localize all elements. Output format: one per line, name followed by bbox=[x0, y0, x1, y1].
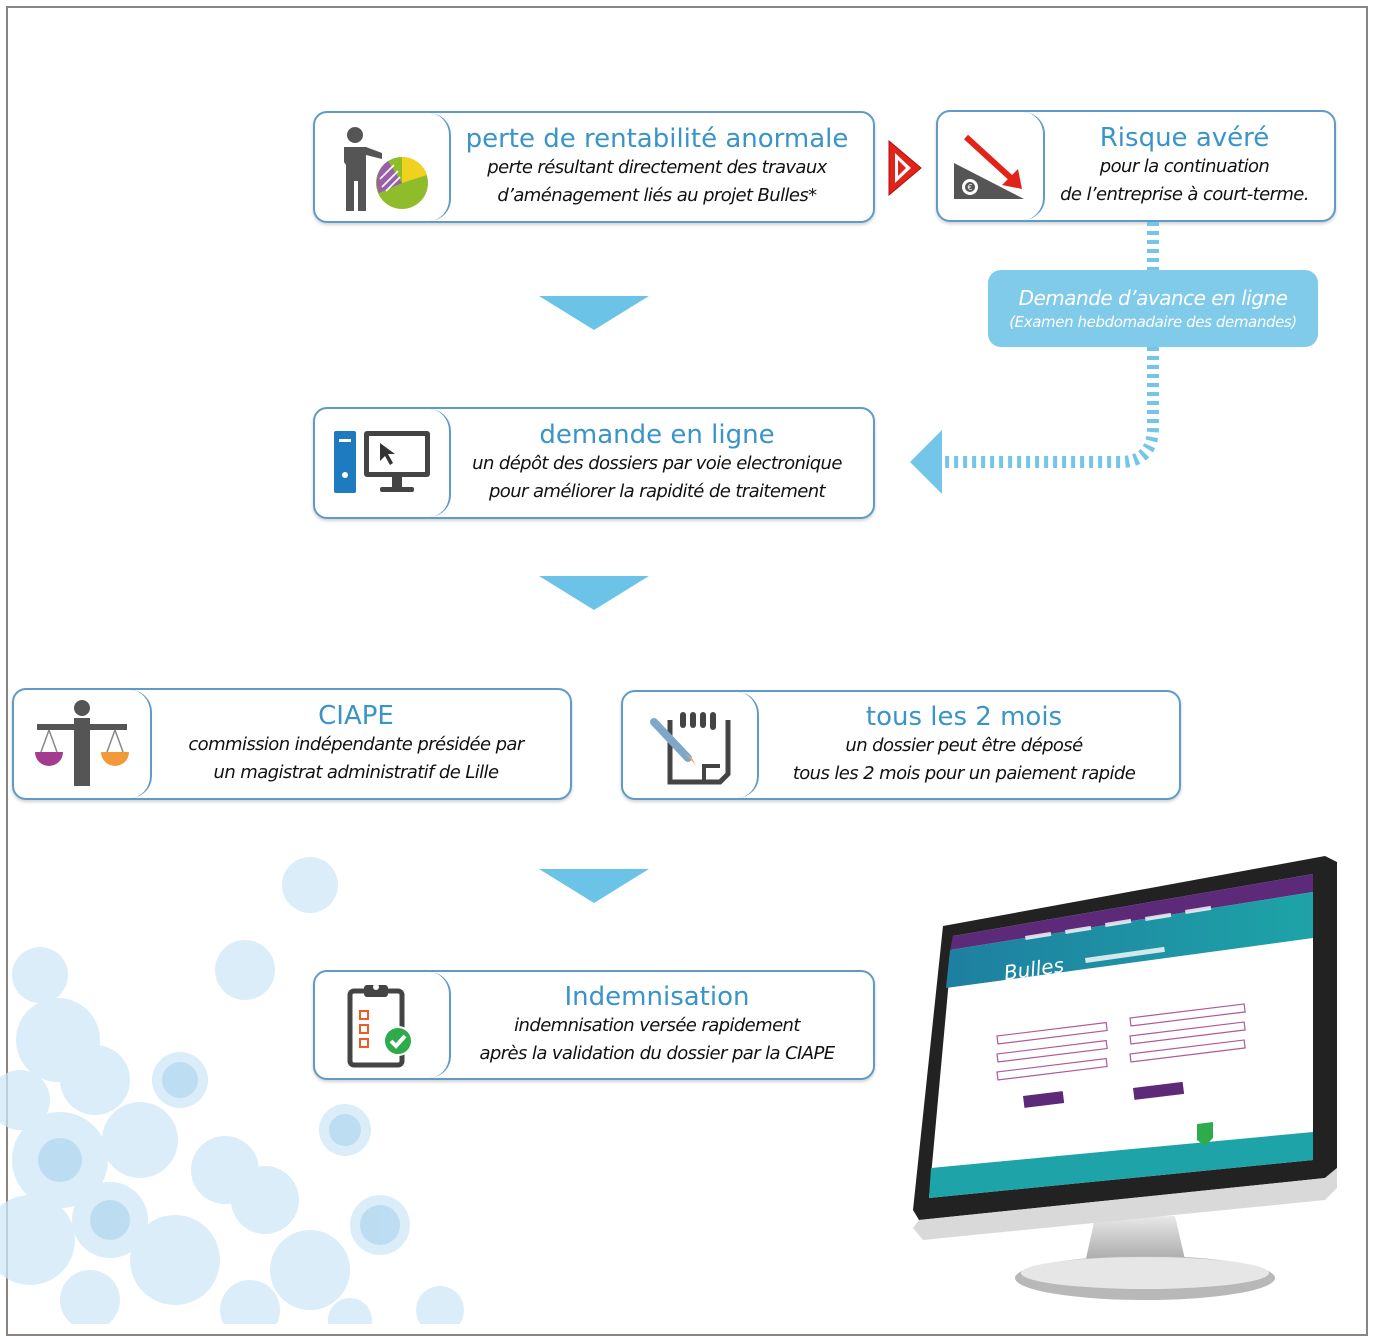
step-line: indemnisation versée rapidement bbox=[514, 1015, 800, 1036]
risque-icon-box: € bbox=[938, 112, 1045, 220]
bubbles-decoration bbox=[0, 857, 464, 1324]
step-line: perte résultant directement des travaux bbox=[487, 157, 827, 178]
risk-decline-icon: € bbox=[953, 134, 1024, 199]
hand-document-icon bbox=[650, 712, 731, 785]
step-title: Indemnisation bbox=[564, 982, 750, 1012]
step-demande-en-ligne: demande en ligne un dépôt des dossiers p… bbox=[313, 407, 875, 519]
perte-icon-box bbox=[315, 113, 451, 221]
step-line: pour la continuation bbox=[1099, 156, 1270, 177]
step-line: de l’entreprise à court-terme. bbox=[1060, 184, 1309, 205]
step-line: pour améliorer la rapidité de traitement bbox=[488, 481, 826, 502]
deux-mois-icon-box bbox=[623, 692, 759, 798]
step-line: commission indépendante présidée par bbox=[188, 734, 524, 755]
step-risque-avere: € Risque avéré pour la continuation de l… bbox=[936, 110, 1336, 222]
demande-icon-box bbox=[315, 409, 451, 517]
ciape-icon-box bbox=[14, 690, 152, 798]
indemnisation-icon-box bbox=[315, 972, 451, 1078]
step-line: un dossier peut être déposé bbox=[845, 735, 1083, 756]
svg-text:€: € bbox=[967, 183, 972, 192]
step-title: tous les 2 mois bbox=[865, 702, 1063, 732]
step-title: Risque avéré bbox=[1099, 123, 1270, 153]
website-monitor-image: Bulles bbox=[913, 856, 1337, 1300]
down-arrow-icon bbox=[539, 576, 649, 610]
presenter-chart-icon bbox=[344, 127, 428, 211]
step-title: CIAPE bbox=[318, 701, 394, 731]
step-line: tous les 2 mois pour un paiement rapide bbox=[792, 763, 1136, 784]
advance-request-box: Demande d’avance en ligne (Examen hebdom… bbox=[988, 270, 1318, 347]
step-indemnisation: Indemnisation indemnisation versée rapid… bbox=[313, 970, 875, 1080]
step-line: un magistrat administratif de Lille bbox=[213, 762, 499, 783]
step-line: après la validation du dossier par la CI… bbox=[479, 1043, 835, 1064]
clipboard-check-icon bbox=[347, 984, 413, 1068]
red-play-arrow-icon bbox=[888, 139, 922, 197]
step-title: perte de rentabilité anormale bbox=[465, 124, 849, 154]
advance-request-subtitle: (Examen hebdomadaire des demandes) bbox=[1009, 312, 1297, 331]
step-line: d’aménagement liés au projet Bulles* bbox=[497, 185, 817, 206]
computer-cursor-icon bbox=[334, 431, 430, 493]
step-ciape: CIAPE commission indépendante présidée p… bbox=[12, 688, 572, 800]
step-title: demande en ligne bbox=[539, 420, 775, 450]
down-arrow-icon bbox=[539, 869, 649, 903]
step-tous-les-2-mois: tous les 2 mois un dossier peut être dép… bbox=[621, 690, 1181, 800]
scales-justice-icon bbox=[35, 700, 129, 786]
down-arrow-icon bbox=[539, 296, 649, 330]
step-line: un dépôt des dossiers par voie electroni… bbox=[472, 453, 842, 474]
dotted-connector bbox=[910, 222, 1159, 494]
advance-request-title: Demande d’avance en ligne bbox=[1018, 285, 1288, 310]
step-perte-rentabilite: perte de rentabilité anormale perte résu… bbox=[313, 111, 875, 223]
